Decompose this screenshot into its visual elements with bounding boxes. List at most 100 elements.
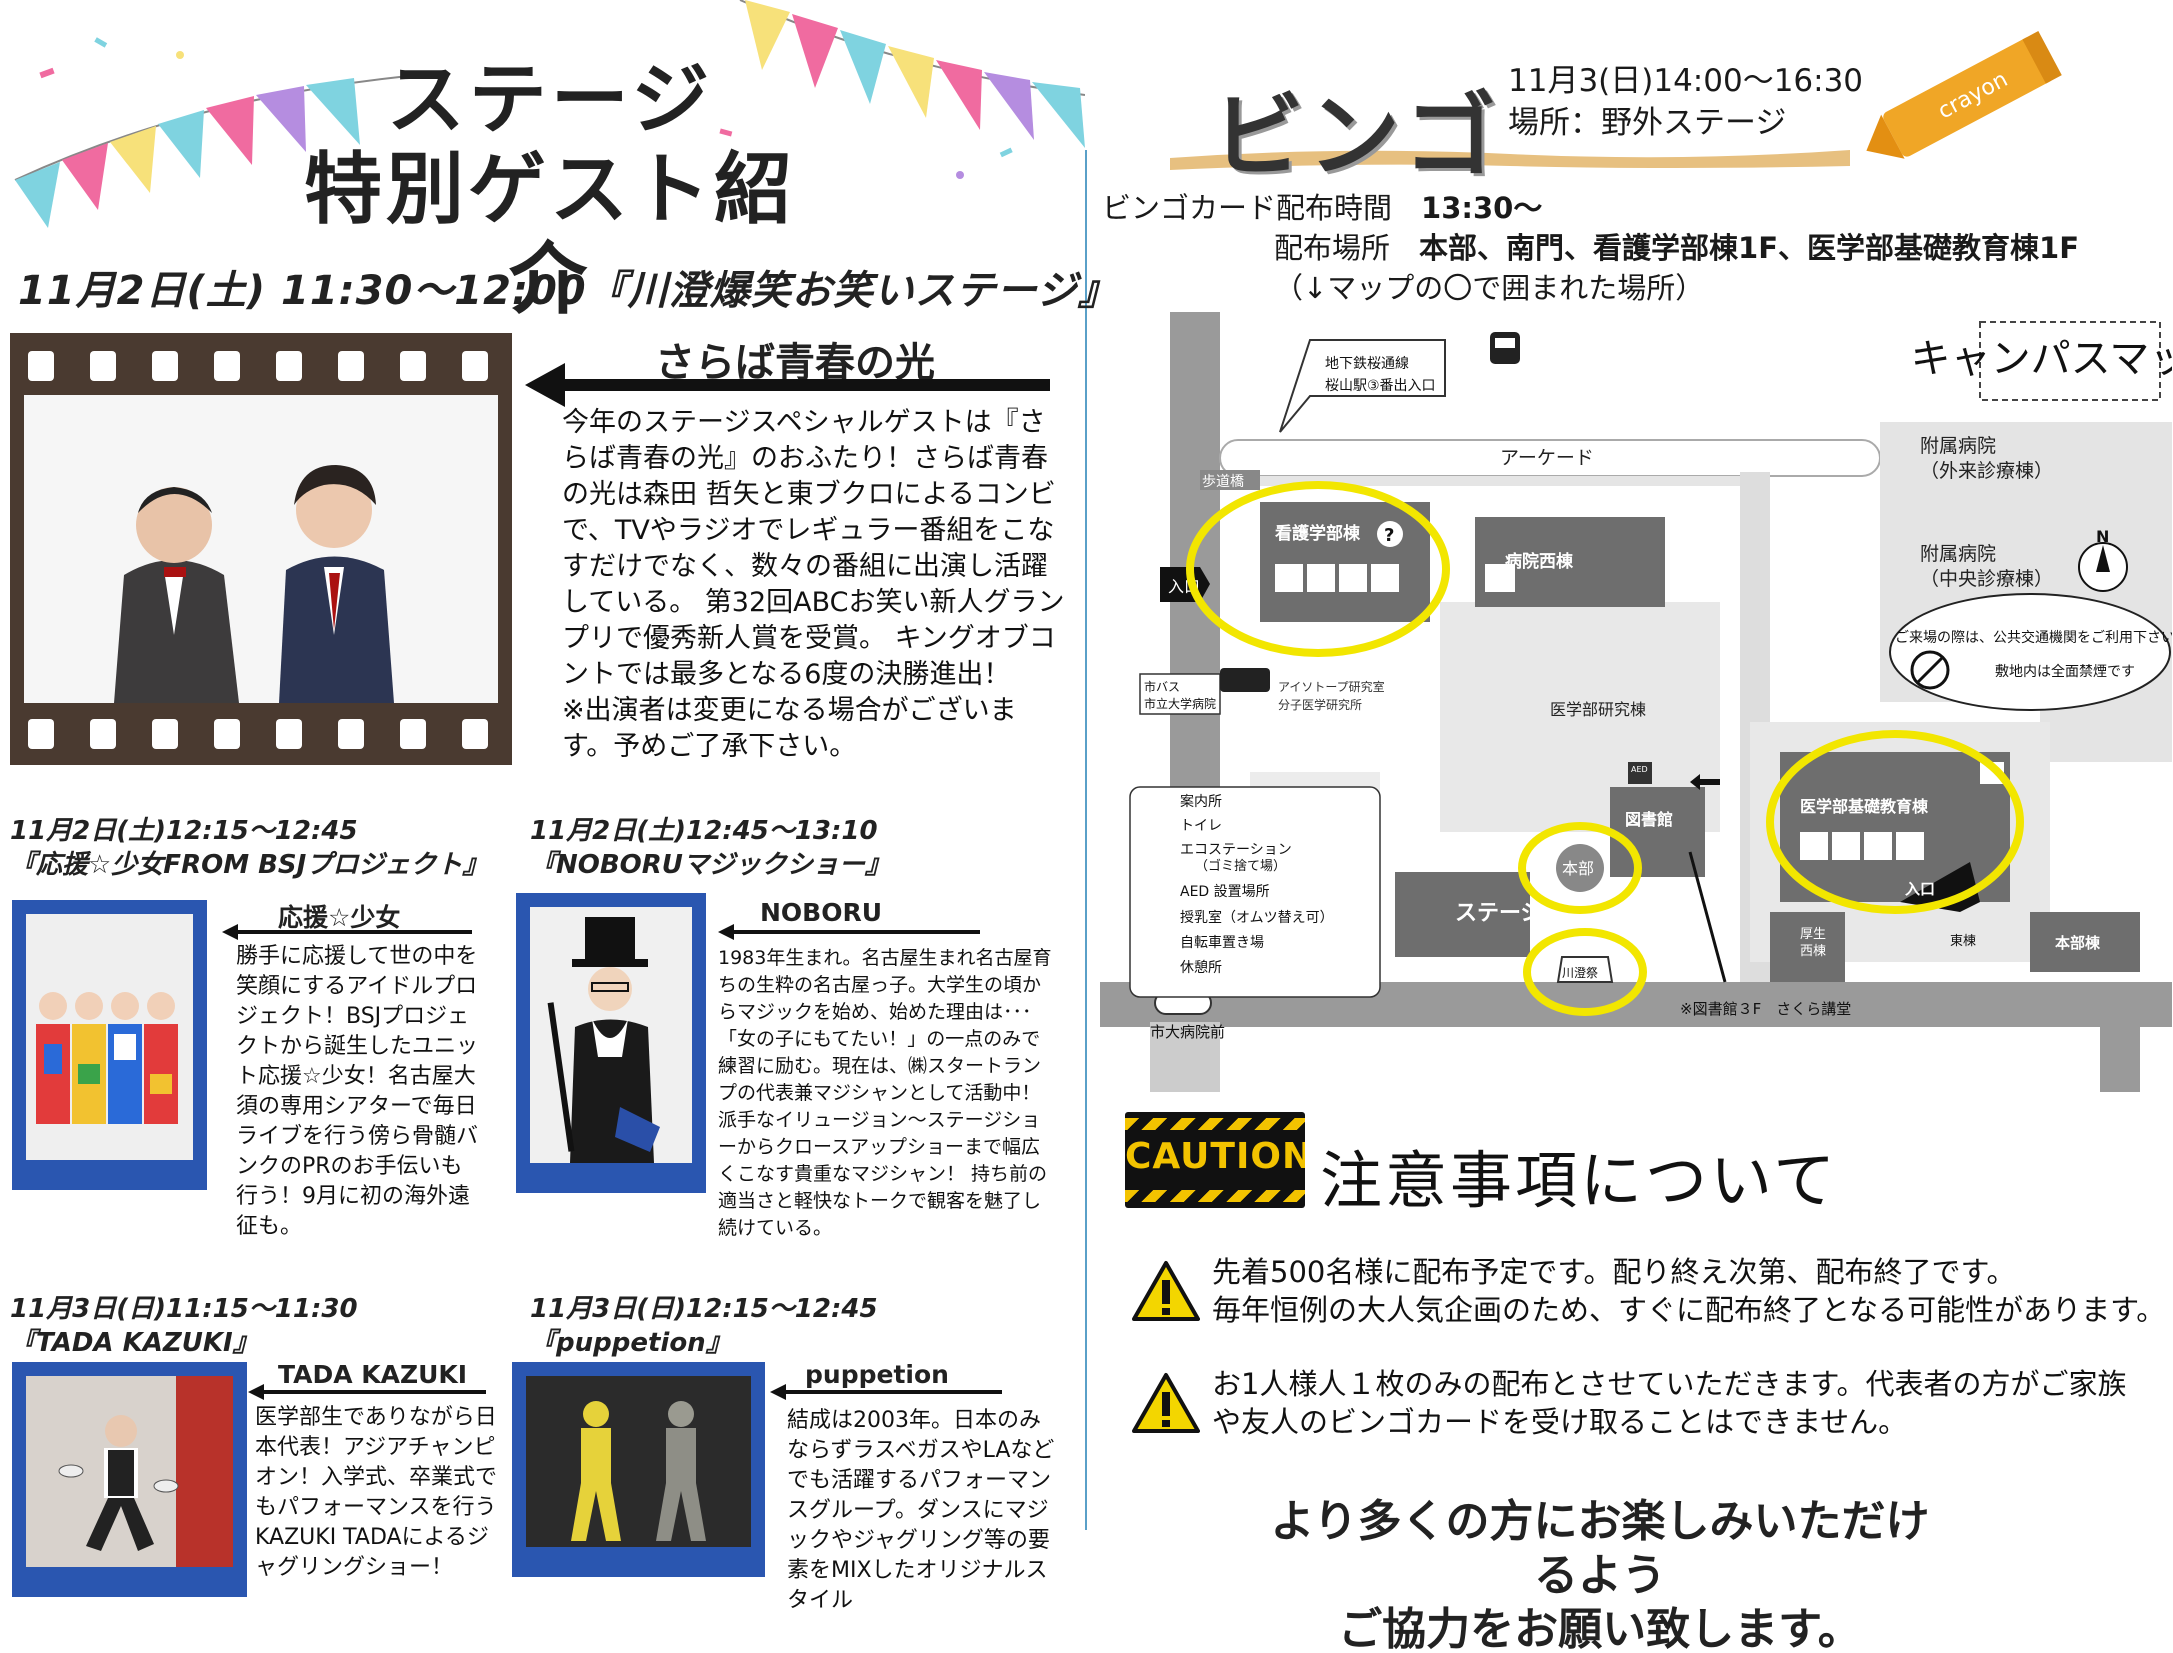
guest2-photo-frame	[516, 893, 706, 1193]
map-aed-library: AED	[1631, 765, 1648, 774]
closing-line2: ご協力をお願い致します。	[1338, 1604, 1862, 1653]
main-guest-description: 今年のステージスペシャルゲストは『さらば青春の光』のおふたり！さらば青春の光は森…	[562, 405, 1067, 765]
guest1-time: 11月2日(土)12:15～12:45	[10, 816, 358, 846]
map-north: N	[2096, 527, 2109, 546]
stage-title: ステージ 特別ゲスト紹介	[300, 55, 800, 325]
legend-bicycle: 自転車置き場	[1180, 934, 1264, 951]
main-guest-name: さらば青春の光	[655, 340, 935, 386]
map-arcade: アーケード	[1500, 447, 1594, 469]
map-notice-2: 敷地内は全面禁煙です	[1995, 663, 2135, 680]
guest1-description: 勝手に応援して世の中を笑顔にするアイドルプロジェクト！BSJプロジェクトから誕生…	[236, 944, 479, 1239]
guest4-description: 結成は2003年。日本のみならずラスベガスやLAなどでも活躍するパフォーマンスグ…	[787, 1408, 1055, 1613]
guest1-program: 『応援☆少女FROM BSJプロジェクト』	[10, 850, 489, 880]
guest2-program: 『NOBORUマジックショー』	[530, 850, 891, 880]
map-hospital-out-1: 附属病院	[1920, 435, 1996, 457]
map-subway: 地下鉄桜通線	[1325, 356, 1409, 372]
legend-info: 案内所	[1180, 793, 1222, 810]
map-hospital-out-2: （外来診療棟）	[1920, 460, 2053, 482]
arrow-left-icon	[718, 924, 980, 940]
guest1-heading: 11月2日(土)12:15～12:45 『応援☆少女FROM BSJプロジェクト…	[10, 814, 488, 882]
guest3-photo-frame	[12, 1362, 247, 1597]
map-notice-1: ご来場の際は、公共交通機関をご利用下さい	[1895, 629, 2172, 646]
guest4-photo-frame	[512, 1362, 765, 1577]
card-note: （↓マップの〇で囲まれた場所）	[1274, 271, 1705, 305]
main-stage-date: 11月2日(土) 11:30～12:00『川澄爆笑お笑いステージ』	[18, 268, 1119, 314]
guest2-description: 1983年生まれ。名古屋生まれ名古屋育ちの生粋の名古屋っ子。大学生の頃からマジッ…	[718, 947, 1052, 1239]
map-welfare-1: 厚生	[1800, 927, 1826, 942]
film-strip-photo	[10, 333, 512, 765]
legend-toilet: トイレ	[1180, 818, 1222, 834]
comedians-photo	[24, 395, 498, 703]
highlight-nursing	[1186, 481, 1450, 657]
map-nursing: 看護学部棟	[1274, 523, 1361, 544]
caution-badge-text: CAUTION	[1125, 1136, 1305, 1177]
caution-item1-line1: 先着500名様に配布予定です。配り終え次第、配布終了です。	[1212, 1255, 2016, 1289]
arrow-left-icon	[248, 1384, 486, 1400]
bingo-place: 場所：野外ステージ	[1508, 105, 1787, 141]
caution-item1-line2: 毎年恒例の大人気企画のため、すぐに配布終了となる可能性があります。	[1212, 1293, 2166, 1327]
brush-underline	[1170, 150, 1850, 170]
stage-title-line2: 特別ゲスト紹介	[303, 145, 796, 325]
map-subway-exit: 桜山駅③番出入口	[1325, 378, 1436, 394]
caution-item-2: お1人様人１枚のみの配布とさせていただきます。代表者の方がご家族 や友人のビンゴ…	[1212, 1365, 2127, 1441]
map-library-note: ※図書館３F さくら講堂	[1680, 1000, 1851, 1018]
main-guest-note: ※出演者は変更になる場合がございます。予めご了承下さい。	[562, 695, 1017, 762]
warning-icon	[1132, 1261, 1200, 1321]
crayon-icon: crayon	[1866, 31, 2062, 159]
map-welfare-2: 西棟	[1800, 944, 1826, 959]
main-guest-desc-text: 今年のステージスペシャルゲストは『さらば青春の光』のおふたり！さらば青春の光は森…	[562, 407, 1065, 690]
bingo-datetime: 11月3(日)14:00～16:30	[1508, 63, 1864, 99]
legend-rest: 休憩所	[1180, 959, 1222, 976]
guest2-heading: 11月2日(土)12:45～13:10 『NOBORUマジックショー』	[530, 814, 891, 882]
question-icon: ?	[1384, 525, 1394, 546]
caution-title: 注意事項について	[1320, 1144, 1839, 1217]
guest1-photo	[26, 914, 193, 1160]
guest4-program: 『puppetion』	[530, 1328, 732, 1358]
guest2-name: NOBORU	[760, 898, 883, 927]
card-place-label: 配布場所	[1274, 231, 1391, 265]
guest3-photo	[26, 1376, 233, 1567]
guest3-heading: 11月3日(日)11:15～11:30 『TADA KAZUKI』	[10, 1292, 358, 1360]
guest3-time: 11月3日(日)11:15～11:30	[10, 1294, 358, 1324]
map-entrance-south: 入口	[1905, 880, 1935, 898]
guest4-photo	[526, 1376, 751, 1547]
guest2-photo	[530, 907, 692, 1163]
guest1-name: 応援☆少女	[278, 903, 401, 932]
arrow-left-icon	[525, 363, 1050, 407]
map-hospital-center-2: （中央診療棟）	[1920, 568, 2053, 590]
legend-eco: エコステーション	[1180, 842, 1292, 858]
arrow-left-icon	[222, 924, 472, 940]
card-distribution-info: ビンゴカード配布時間 13:30～ 配布場所 本部、南門、看護学部棟1F、医学部…	[1102, 188, 2079, 308]
caution-item2-line2: や友人のビンゴカードを受け取ることはできません。	[1212, 1405, 1908, 1439]
map-basic-edu: 医学部基礎教育棟	[1800, 797, 1929, 816]
bus-icon	[1220, 668, 1270, 692]
map-admin: 本部棟	[2055, 934, 2101, 952]
legend-nursing-room: 授乳室（オムツ替え可）	[1180, 909, 1334, 926]
legend-eco-sub: （ゴミ捨て場）	[1195, 858, 1286, 874]
guest1-photo-frame	[12, 900, 207, 1190]
map-title: キャンパスマップ	[1911, 336, 2172, 382]
map-stage: ステージ	[1455, 901, 1543, 926]
guest2-time: 11月2日(土)12:45～13:10	[530, 816, 878, 846]
map-east: 東棟	[1950, 933, 1976, 949]
caution-item2-line1: お1人様人１枚のみの配布とさせていただきます。代表者の方がご家族	[1212, 1367, 2127, 1401]
bingo-title: ビンゴ	[1212, 83, 1501, 190]
card-time-label: ビンゴカード配布時間	[1102, 191, 1393, 225]
map-bus-2: 市立大学病院	[1144, 696, 1216, 711]
column-divider	[1085, 150, 1087, 1530]
highlight-honbu	[1518, 822, 1642, 914]
campus-map: キャンパスマップ 地下鉄桜通線 桜山駅③番出入口 アーケード 歩道橋 入口 看護…	[1100, 302, 2172, 1092]
closing-message: より多くの方にお楽しみいただけるよう ご協力をお願い致します。	[1250, 1495, 1950, 1653]
caution-badge: CAUTION	[1125, 1112, 1305, 1208]
map-hospital-west: 病院西棟	[1505, 551, 1574, 572]
highlight-south-gate	[1523, 928, 1647, 1016]
map-footbridge: 歩道橋	[1202, 474, 1244, 490]
map-isotope-2: 分子医学研究所	[1278, 697, 1362, 712]
train-icon	[1490, 332, 1520, 364]
stage-title-line1: ステージ	[386, 55, 714, 145]
guest4-name: puppetion	[805, 1360, 949, 1389]
map-station: 市大病院前	[1150, 1023, 1225, 1041]
map-bus-1: 市バス	[1144, 679, 1180, 694]
map-honbu: 本部	[1562, 859, 1594, 878]
legend-aed: AED 設置場所	[1180, 884, 1270, 900]
